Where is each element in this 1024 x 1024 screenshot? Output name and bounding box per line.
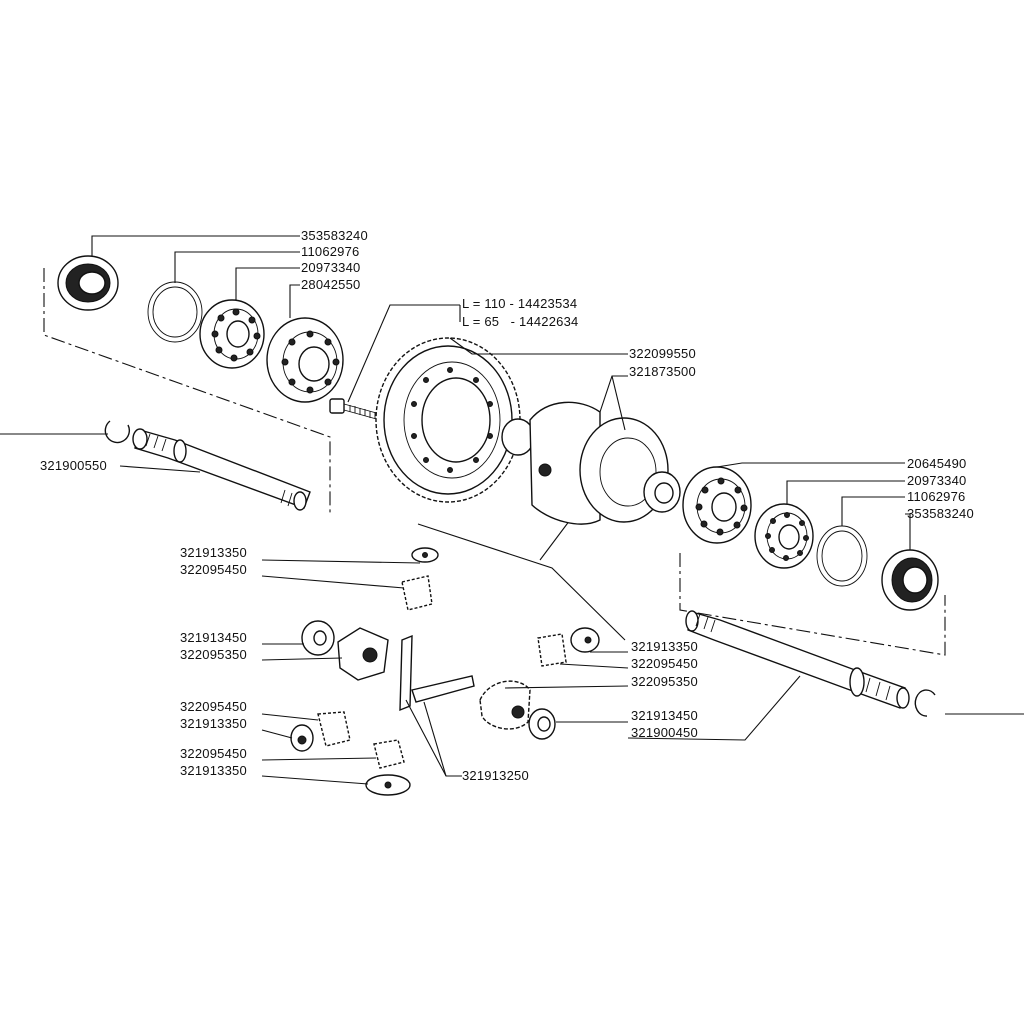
label-washer-b1: 321913450 [180, 630, 247, 645]
label-washer-r2: 321913450 [631, 708, 698, 723]
label-washer-d1: 321913350 [180, 763, 247, 778]
label-seal-right: 353583240 [907, 506, 974, 521]
label-gear-b1: 322095350 [180, 647, 247, 662]
bolt [329, 398, 381, 421]
left-shaft [104, 420, 311, 511]
right-outer-bearing [682, 466, 752, 544]
label-bearing-right: 20973340 [907, 473, 966, 488]
label-gear-c1: 322095450 [180, 699, 247, 714]
leader-lines [0, 235, 1024, 785]
label-diff-case: 321873500 [629, 364, 696, 379]
left-outer-bearing [266, 317, 344, 403]
left-bearing [199, 299, 265, 369]
label-washer-r1: 321913350 [631, 639, 698, 654]
label-shaft-left: 321900550 [40, 458, 107, 473]
right-oil-seal [881, 549, 939, 611]
label-gear-a1: 322095450 [180, 562, 247, 577]
right-shaft [685, 610, 936, 717]
left-circlip [147, 281, 203, 343]
left-oil-seal [57, 255, 119, 311]
label-bearing-right-outer: 20645490 [907, 456, 966, 471]
label-gear-r1: 322095450 [631, 656, 698, 671]
callout-labels: 353583240 11062976 20973340 28042550 L =… [40, 228, 974, 783]
label-pin: 321913250 [462, 768, 529, 783]
label-circlip-right: 11062976 [907, 489, 965, 504]
label-gear-d1: 322095450 [180, 746, 247, 761]
label-bolt-l110: L = 110 - 14423534 [462, 296, 577, 311]
label-seal-left: 353583240 [301, 228, 368, 243]
label-circlip-left: 11062976 [301, 244, 359, 259]
right-bearing [754, 503, 814, 569]
label-bearing-left: 20973340 [301, 260, 360, 275]
differential-small-parts-right [479, 627, 600, 740]
differential-case [501, 401, 681, 525]
label-ring-gear: 322099550 [629, 346, 696, 361]
label-washer-a1: 321913350 [180, 545, 247, 560]
label-washer-c1: 321913350 [180, 716, 247, 731]
right-circlip [816, 525, 868, 587]
label-shaft-right: 321900450 [631, 725, 698, 740]
ring-gear [375, 337, 521, 503]
label-bolt-l65: L = 65 - 14422634 [462, 314, 578, 329]
label-gear-r2: 322095350 [631, 674, 698, 689]
label-bearing-left-outer: 28042550 [301, 277, 360, 292]
assembly-axis-lines [43, 268, 946, 656]
differential-small-parts [290, 547, 475, 796]
